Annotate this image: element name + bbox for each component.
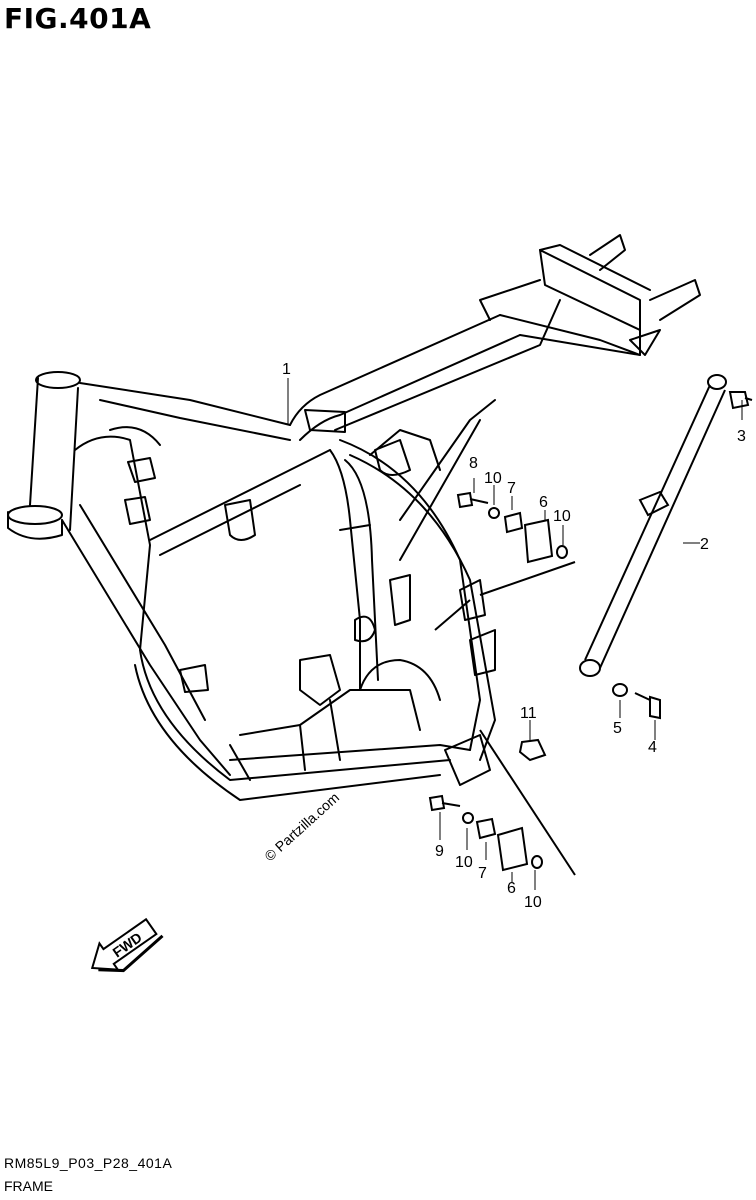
callout-6-upper: 6: [539, 494, 548, 511]
top-tubes: [79, 299, 641, 441]
callout-5: 5: [613, 720, 622, 737]
callout-1: 1: [282, 361, 291, 378]
upper-mount-set: [434, 491, 576, 631]
callout-7-lower: 7: [478, 865, 487, 882]
callout-10-c: 10: [455, 854, 473, 871]
figure-title: FIG.401A: [4, 2, 152, 35]
figure-code: RM85L9_P03_P28_401A: [4, 1155, 173, 1171]
inner-braces: [339, 399, 496, 561]
callout-4: 4: [648, 739, 657, 756]
lower-cradle: [134, 649, 471, 801]
head-tube: [7, 371, 81, 540]
callout-3: 3: [737, 428, 746, 445]
callout-10-a: 10: [484, 470, 502, 487]
rear-subframe: [479, 234, 701, 356]
down-tube: [61, 426, 231, 776]
cross-members: [149, 409, 346, 556]
callout-9: 9: [435, 843, 444, 860]
figure-name: FRAME: [4, 1178, 53, 1194]
leader-lines: [287, 378, 743, 890]
fwd-arrow-icon: FWD: [90, 917, 164, 973]
callout-11: 11: [520, 705, 537, 722]
watermark: © Partzilla.com: [261, 789, 342, 864]
callout-10-d: 10: [524, 894, 542, 911]
part-3-bolt: [728, 391, 753, 410]
lower-mount-set: [428, 729, 576, 876]
callout-6-lower: 6: [507, 880, 516, 897]
cable-clips: [124, 457, 209, 693]
callout-8: 8: [469, 455, 478, 472]
part-4-5-bolt: [612, 683, 661, 720]
part-11-nut: [518, 738, 547, 762]
main-loop: [299, 439, 496, 786]
part-2-brace: [579, 374, 727, 677]
callout-7-upper: 7: [507, 480, 516, 497]
callout-2: 2: [700, 536, 709, 553]
callout-10-b: 10: [553, 508, 571, 525]
